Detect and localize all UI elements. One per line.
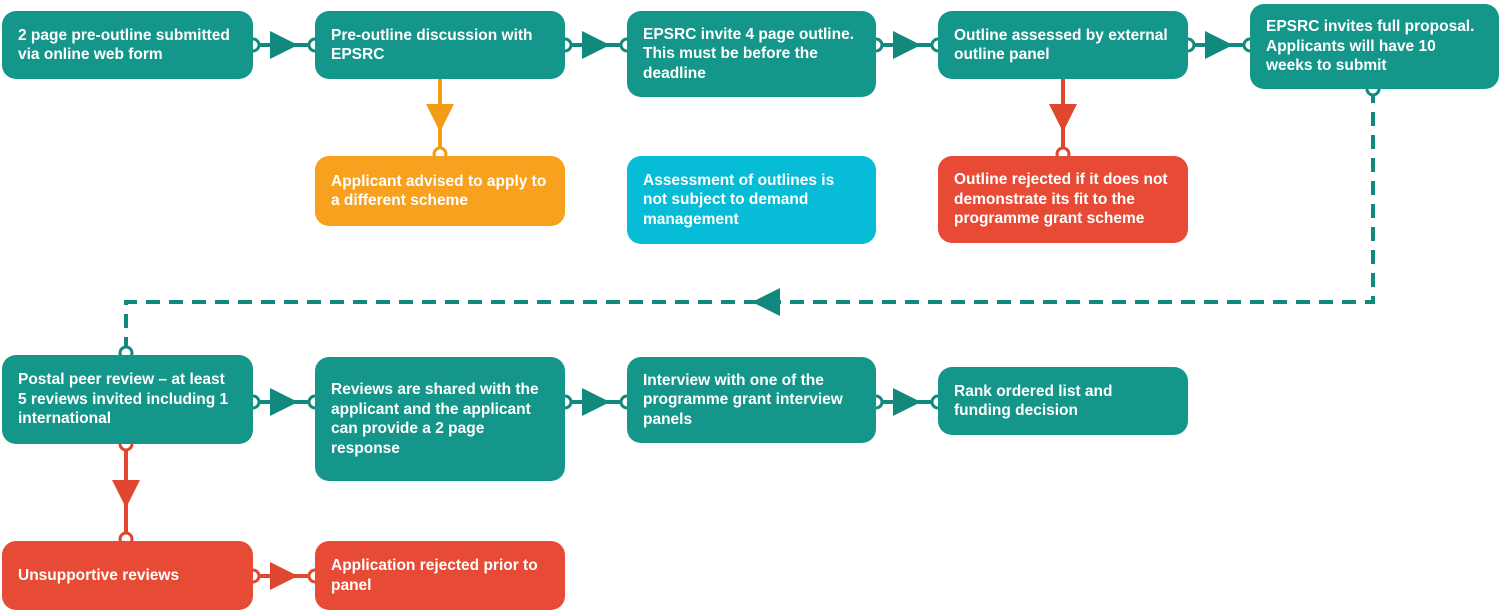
step-label: Rank ordered list and funding decision (954, 382, 1113, 420)
step-outline-assessed: Outline assessed by external outline pan… (938, 11, 1188, 79)
step-pre-outline-submit: 2 page pre-outline submitted via online … (2, 11, 253, 79)
connector-interview-to-rank-list (868, 388, 946, 416)
step-label: Outline rejected if it does not demonstr… (954, 171, 1168, 228)
step-label: Reviews are shared with the applicant an… (331, 381, 539, 457)
outcome-outline-rejected: Outline rejected if it does not demonstr… (938, 156, 1188, 243)
step-interview: Interview with one of the programme gran… (627, 357, 876, 443)
step-label: Unsupportive reviews (18, 566, 180, 584)
step-postal-peer-review: Postal peer review – at least 5 reviews … (2, 355, 253, 444)
step-invite-outline: EPSRC invite 4 page outline. This must b… (627, 11, 876, 97)
note-not-demand-managed: Assessment of outlines is not subject to… (627, 156, 876, 244)
step-label: Application rejected prior to panel (331, 557, 538, 594)
connector-postal-review-to-unsupportive (112, 436, 140, 547)
connector-postal-review-to-reviews-shared (245, 388, 323, 416)
step-label: Interview with one of the programme gran… (643, 371, 843, 428)
step-label: Outline assessed by external outline pan… (954, 26, 1168, 64)
outcome-unsupportive-reviews: Unsupportive reviews (2, 541, 253, 610)
step-reviews-shared: Reviews are shared with the applicant an… (315, 357, 565, 481)
step-rank-ordered-list: Rank ordered list and funding decision (938, 367, 1188, 435)
connector-assessed-to-rejected (1049, 79, 1077, 162)
outcome-rejected-prior-to-panel: Application rejected prior to panel (315, 541, 565, 610)
step-label: EPSRC invites full proposal. Applicants … (1266, 18, 1475, 75)
connector-discussion-to-advised (426, 79, 454, 162)
outcome-advised-different-scheme: Applicant advised to apply to a differen… (315, 156, 565, 226)
connector-discussion-to-invite-outline (557, 31, 635, 59)
connector-unsupportive-to-rejected-prior (245, 562, 323, 590)
connector-assessed-to-invite-full (1180, 31, 1258, 59)
connector-pre-outline-to-discussion (245, 31, 323, 59)
step-label: Postal peer review – at least 5 reviews … (18, 371, 229, 428)
step-label: Applicant advised to apply to a differen… (331, 172, 547, 210)
dashed-return-connector (124, 89, 1375, 353)
return-arrow-left (752, 288, 780, 316)
note-label: Assessment of outlines is not subject to… (643, 171, 835, 228)
connector-invite-outline-to-assessed (868, 31, 946, 59)
step-label: 2 page pre-outline submitted via online … (18, 26, 230, 64)
connector-reviews-shared-to-interview (557, 388, 635, 416)
step-invite-full-proposal: EPSRC invites full proposal. Applicants … (1250, 4, 1499, 89)
step-pre-outline-discussion: Pre-outline discussion with EPSRC (315, 11, 565, 79)
step-label: Pre-outline discussion with EPSRC (331, 26, 533, 64)
step-label: EPSRC invite 4 page outline. This must b… (643, 25, 855, 82)
